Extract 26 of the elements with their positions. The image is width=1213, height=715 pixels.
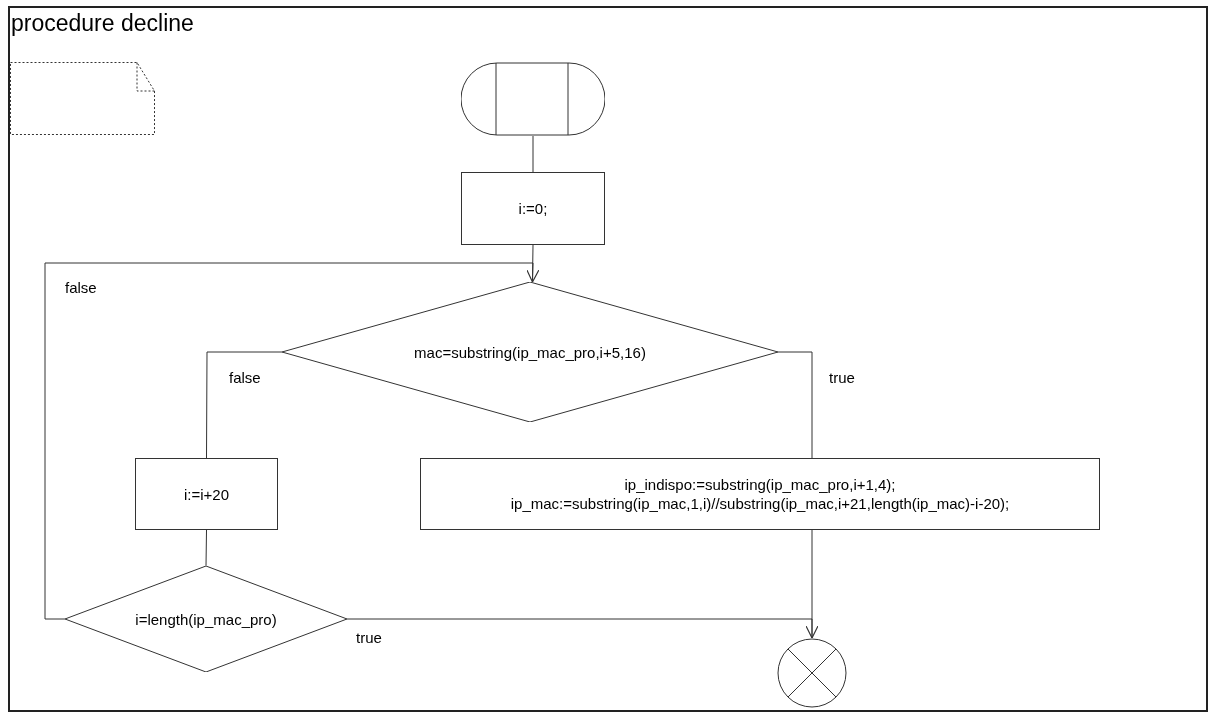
process-box <box>420 458 1100 530</box>
note-shape <box>10 62 155 135</box>
node-text: i:=i+20 <box>183 484 229 504</box>
connector-line <box>811 529 813 639</box>
node-text: i=length(ip_mac_pro) <box>135 609 277 629</box>
node-text: ip_indispo:=substring(ip_mac_pro,i+1,4); <box>624 475 896 494</box>
start-terminal <box>461 62 605 136</box>
node-text: mac=substring(ip_mac_pro,i+5,16) <box>414 342 646 362</box>
node-text: ip_mac:=substring(ip_mac,1,i)//substring(ip_mac,i+21,length(ip_mac)-i-20); <box>510 494 1010 513</box>
process-box <box>135 458 278 530</box>
decision-diamond <box>282 282 778 422</box>
title: procedure decline <box>11 12 194 35</box>
arrow <box>346 618 819 639</box>
connector-line <box>205 529 207 567</box>
connector-line <box>777 351 813 459</box>
arrow <box>44 262 540 620</box>
edge-label: true <box>355 630 383 645</box>
end-circle <box>777 638 847 708</box>
connector-line <box>532 135 534 173</box>
edge-label: false <box>228 370 262 385</box>
node-text: i:=0; <box>518 199 548 218</box>
decision-diamond <box>65 566 347 672</box>
process-box <box>461 172 605 245</box>
edge-label: true <box>828 370 856 385</box>
edge-label: false <box>64 280 98 295</box>
connector-line <box>206 351 283 459</box>
